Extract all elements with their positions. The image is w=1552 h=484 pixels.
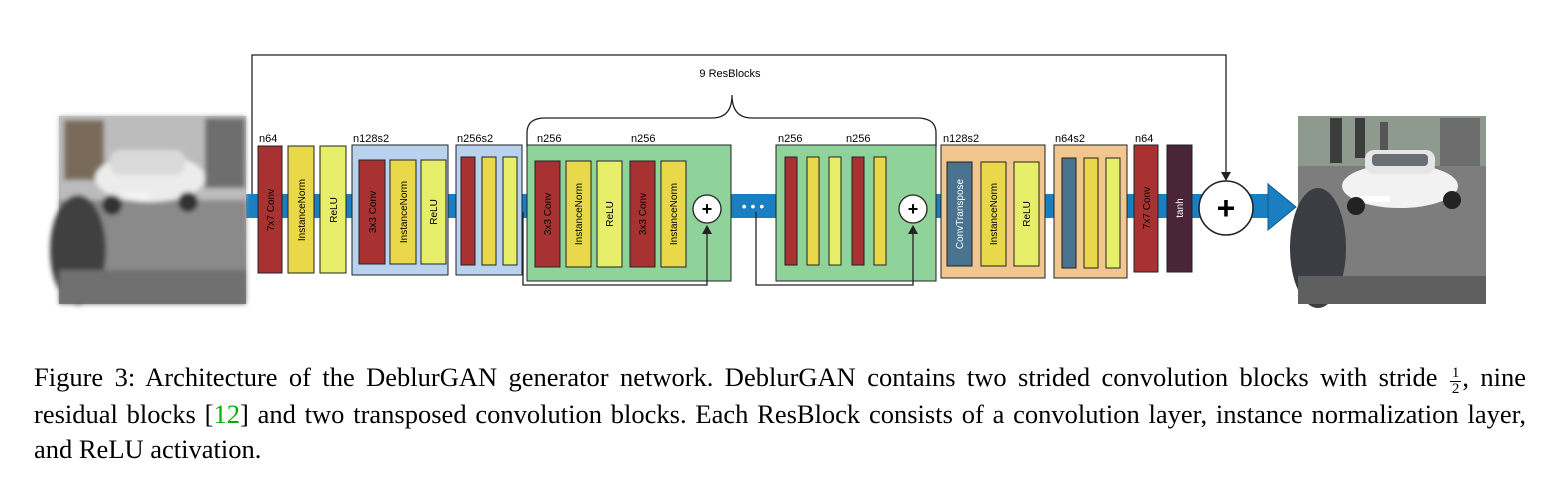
resblock-9-skip-arrowhead (908, 225, 918, 234)
deblurred-output-image (1290, 116, 1486, 308)
resblocks-count-label: 9 ResBlocks (699, 68, 761, 80)
relu-down-layer (420, 159, 447, 265)
label-n256s2-down: n256s2 (457, 133, 493, 145)
label-n128s2-down: n128s2 (353, 133, 389, 145)
layer-label-res-relu: ReLU (605, 201, 616, 227)
instancenorm-down-layer (389, 159, 417, 265)
layer-label-relu-down: ReLU (429, 199, 440, 225)
layer-label-norm-down: InstanceNorm (399, 181, 410, 243)
res9-conv-layer-2 (851, 156, 865, 266)
layer-label-res-conv1: 3x3 Conv (543, 193, 554, 235)
resblocks-ellipsis: • • • (742, 198, 765, 214)
res-relu-layer (596, 160, 623, 268)
deblurgan-architecture-diagram: • • • + + + n64 n128s2 n256s2 n256 n256 … (50, 54, 1486, 308)
label-n64-first: n64 (259, 133, 277, 145)
global-add-symbol: + (1217, 190, 1236, 226)
resblock-1-add-symbol: + (702, 199, 713, 219)
instancenorm-input-layer (287, 145, 315, 274)
resblock-1-skip-arrowhead (702, 225, 712, 234)
layer-label-norm-in: InstanceNorm (297, 179, 308, 241)
res9-conv-layer-1 (784, 156, 798, 266)
layer-label-conv7-in: 7x7 Conv (266, 189, 277, 231)
layer-label-relu-up: ReLU (1022, 201, 1033, 227)
label-n64s2-up: n64s2 (1055, 133, 1085, 145)
label-n128s2-up: n128s2 (943, 133, 979, 145)
resblock-1-skip-connection (522, 212, 708, 286)
resblock-9-add-node (898, 194, 928, 224)
res-conv-3x3-layer-2 (629, 160, 656, 268)
resblock-1-add-node (692, 194, 722, 224)
conv-7x7-output-layer (1133, 144, 1159, 273)
caption-middle: , nine residual blocks [ (34, 362, 1526, 429)
layer-label-conv3-down: 3x3 Conv (368, 191, 379, 233)
layer-label-relu-in: ReLU (329, 197, 340, 223)
layer-label-res-norm2: InstanceNorm (669, 183, 680, 245)
figure-caption: Figure 3: Architecture of the DeblurGAN … (34, 360, 1526, 467)
norm-down-2-layer (481, 156, 497, 266)
label-res1-b: n256 (631, 133, 655, 145)
layer-label-tanh: tanh (1175, 198, 1186, 217)
res-conv-3x3-layer-1 (534, 160, 561, 268)
label-res1-a: n256 (537, 133, 561, 145)
layer-label-conv7-out: 7x7 Conv (1142, 187, 1153, 229)
caption-prefix: Figure 3: Architecture of the DeblurGAN … (34, 362, 1438, 392)
citation-link[interactable]: 12 (213, 398, 241, 429)
relu-up-2-layer (1105, 157, 1121, 269)
instancenorm-up-layer (980, 161, 1007, 267)
global-skip-arrowhead (1221, 172, 1231, 181)
res-instancenorm-layer-2 (660, 160, 687, 268)
resblock-9-add-symbol: + (908, 199, 919, 219)
norm-up-2-layer (1083, 157, 1099, 269)
global-add-node (1198, 180, 1254, 236)
relu-input-layer (319, 145, 347, 274)
conv-down-2-layer (460, 156, 476, 266)
res9-relu-layer (828, 156, 842, 266)
output-arrow-head (1267, 183, 1297, 232)
label-res9-a: n256 (778, 133, 802, 145)
layer-label-res-norm1: InstanceNorm (574, 183, 585, 245)
res9-norm-layer-1 (806, 156, 820, 266)
fraction-denominator: 2 (1451, 380, 1460, 397)
caption-suffix: ] and two transposed convolution blocks.… (34, 398, 1526, 464)
res9-norm-layer-2 (873, 156, 887, 266)
label-n64-last: n64 (1135, 133, 1153, 145)
label-res9-b: n256 (846, 133, 870, 145)
fraction-numerator: 1 (1449, 364, 1462, 382)
conv-3x3-down-layer (358, 159, 386, 265)
layer-label-norm-up: InstanceNorm (989, 183, 1000, 245)
layer-label-convtranspose: ConvTranspose (955, 178, 966, 249)
conv-7x7-input-layer (257, 145, 283, 274)
layer-label-res-conv2: 3x3 Conv (638, 193, 649, 235)
blurred-input-image (50, 116, 246, 305)
resblocks-brace (526, 94, 937, 147)
relu-up-layer (1013, 161, 1040, 267)
convtranspose-layer (946, 161, 973, 267)
res-instancenorm-layer-1 (565, 160, 592, 268)
resblock-9-skip-connection (755, 212, 914, 286)
tanh-layer (1166, 144, 1193, 273)
convtranspose-2-layer (1061, 157, 1077, 269)
relu-down-2-layer (502, 156, 518, 266)
global-skip-connection (251, 54, 1227, 194)
